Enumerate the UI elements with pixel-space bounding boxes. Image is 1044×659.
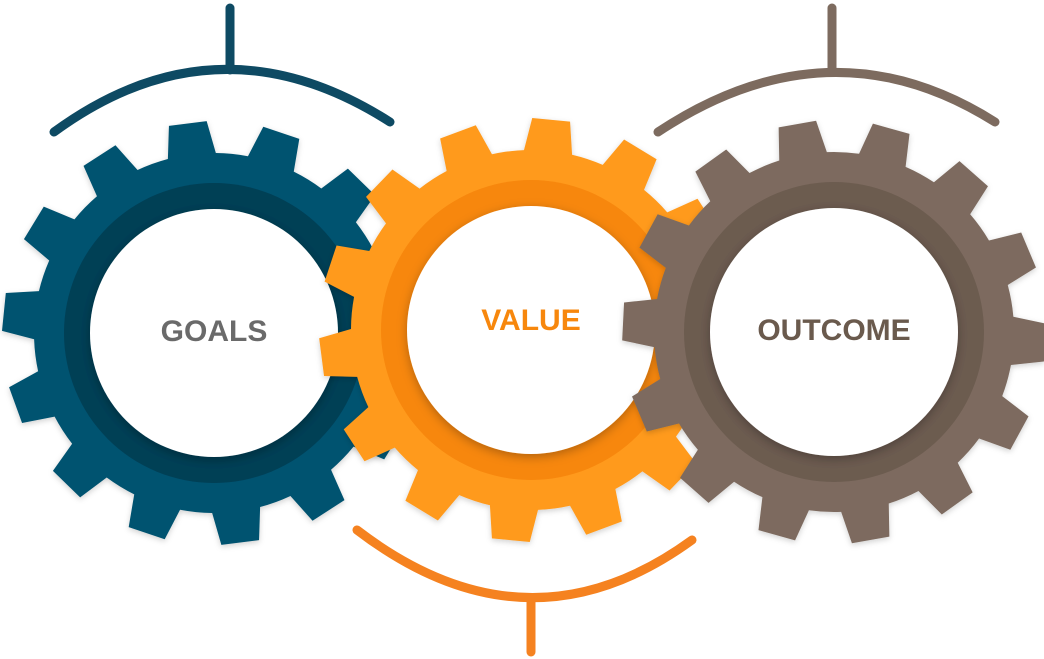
- gear-outcome-label: OUTCOME: [757, 314, 910, 347]
- gear-outcome: OUTCOME: [622, 120, 1044, 544]
- gear-value-label: VALUE: [481, 304, 580, 337]
- gear-value: VALUE: [319, 118, 743, 542]
- gear-outcome-hub: [710, 208, 958, 456]
- gear-goals-label: GOALS: [161, 315, 268, 348]
- gear-goals-hub: [90, 209, 338, 457]
- goals-bracket: [49, 3, 395, 137]
- outcome-bracket: [653, 3, 1000, 137]
- gear-value-hub: [407, 206, 655, 454]
- gear-goals: GOALS: [2, 121, 426, 545]
- value-bracket: [352, 525, 697, 657]
